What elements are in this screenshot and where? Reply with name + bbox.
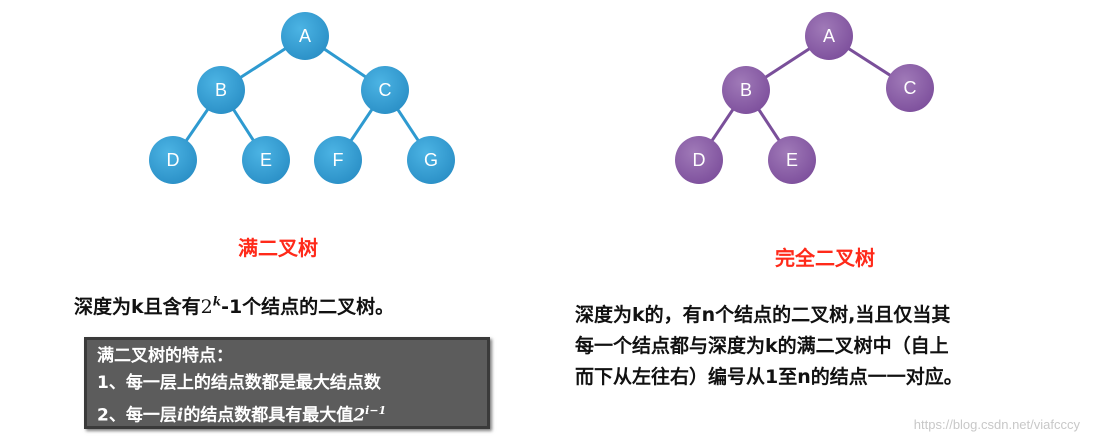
svg-text:B: B bbox=[740, 80, 752, 100]
node-c: C bbox=[361, 66, 409, 114]
svg-text:F: F bbox=[333, 150, 344, 170]
svg-text:D: D bbox=[693, 150, 706, 170]
watermark: https://blog.csdn.net/viafcccy bbox=[913, 417, 1080, 432]
node-d: D bbox=[149, 136, 197, 184]
full-binary-tree: A B C D E F G bbox=[149, 12, 455, 184]
feature-item-1: 1、每一层上的结点数都是最大结点数 bbox=[97, 373, 381, 393]
complete-binary-tree-definition: 深度为k的，有n个结点的二叉树,当且仅当其 每一个结点都与深度为k的满二叉树中（… bbox=[575, 300, 1075, 393]
feature-item-2-prefix: 2、每一层 bbox=[97, 405, 177, 426]
node-b: B bbox=[197, 66, 245, 114]
complete-binary-tree-title: 完全二叉树 bbox=[775, 246, 875, 270]
svg-text:E: E bbox=[260, 150, 272, 170]
features-heading: 满二叉树的特点： bbox=[97, 346, 233, 366]
svg-text:A: A bbox=[823, 26, 835, 46]
full-binary-tree-title: 满二叉树 bbox=[238, 236, 318, 260]
feature-item-2-var: i bbox=[176, 405, 184, 426]
node-d: D bbox=[675, 136, 723, 184]
formula-base: 2 bbox=[200, 296, 213, 318]
formula-exponent: k bbox=[212, 294, 222, 309]
node-g: G bbox=[407, 136, 455, 184]
definition-line-1: 深度为k的，有n个结点的二叉树,当且仅当其 bbox=[575, 304, 951, 326]
definition-prefix: 深度为k且含有 bbox=[74, 296, 201, 318]
node-a: A bbox=[805, 12, 853, 60]
node-e: E bbox=[242, 136, 290, 184]
svg-text:A: A bbox=[299, 26, 311, 46]
feature-item-2-mid: 的结点数都具有最大值 bbox=[183, 405, 354, 426]
feature-item-2: 2、每一层i的结点数都具有最大值2i−1 bbox=[97, 397, 487, 430]
svg-text:C: C bbox=[379, 80, 392, 100]
svg-text:C: C bbox=[904, 78, 917, 98]
svg-text:G: G bbox=[424, 150, 438, 170]
svg-text:E: E bbox=[786, 150, 798, 170]
definition-line-2: 每一个结点都与深度为k的满二叉树中（自上 bbox=[575, 335, 949, 357]
node-b: B bbox=[722, 66, 770, 114]
node-c: C bbox=[886, 64, 934, 112]
full-binary-tree-definition: 深度为k且含有2k-1个结点的二叉树。 bbox=[74, 292, 394, 319]
node-f: F bbox=[314, 136, 362, 184]
feature-item-2-base: 2 bbox=[353, 405, 366, 426]
definition-suffix: -1个结点的二叉树。 bbox=[221, 296, 395, 318]
svg-text:B: B bbox=[215, 80, 227, 100]
feature-item-2-exp: i−1 bbox=[365, 404, 387, 417]
features-box: 满二叉树的特点： 1、每一层上的结点数都是最大结点数 2、每一层i的结点数都具有… bbox=[84, 337, 490, 429]
complete-binary-tree: A B C D E bbox=[675, 12, 934, 184]
definition-line-3: 而下从左往右）编号从1至n的结点一一对应。 bbox=[575, 366, 963, 388]
node-e: E bbox=[768, 136, 816, 184]
node-a: A bbox=[281, 12, 329, 60]
svg-text:D: D bbox=[167, 150, 180, 170]
